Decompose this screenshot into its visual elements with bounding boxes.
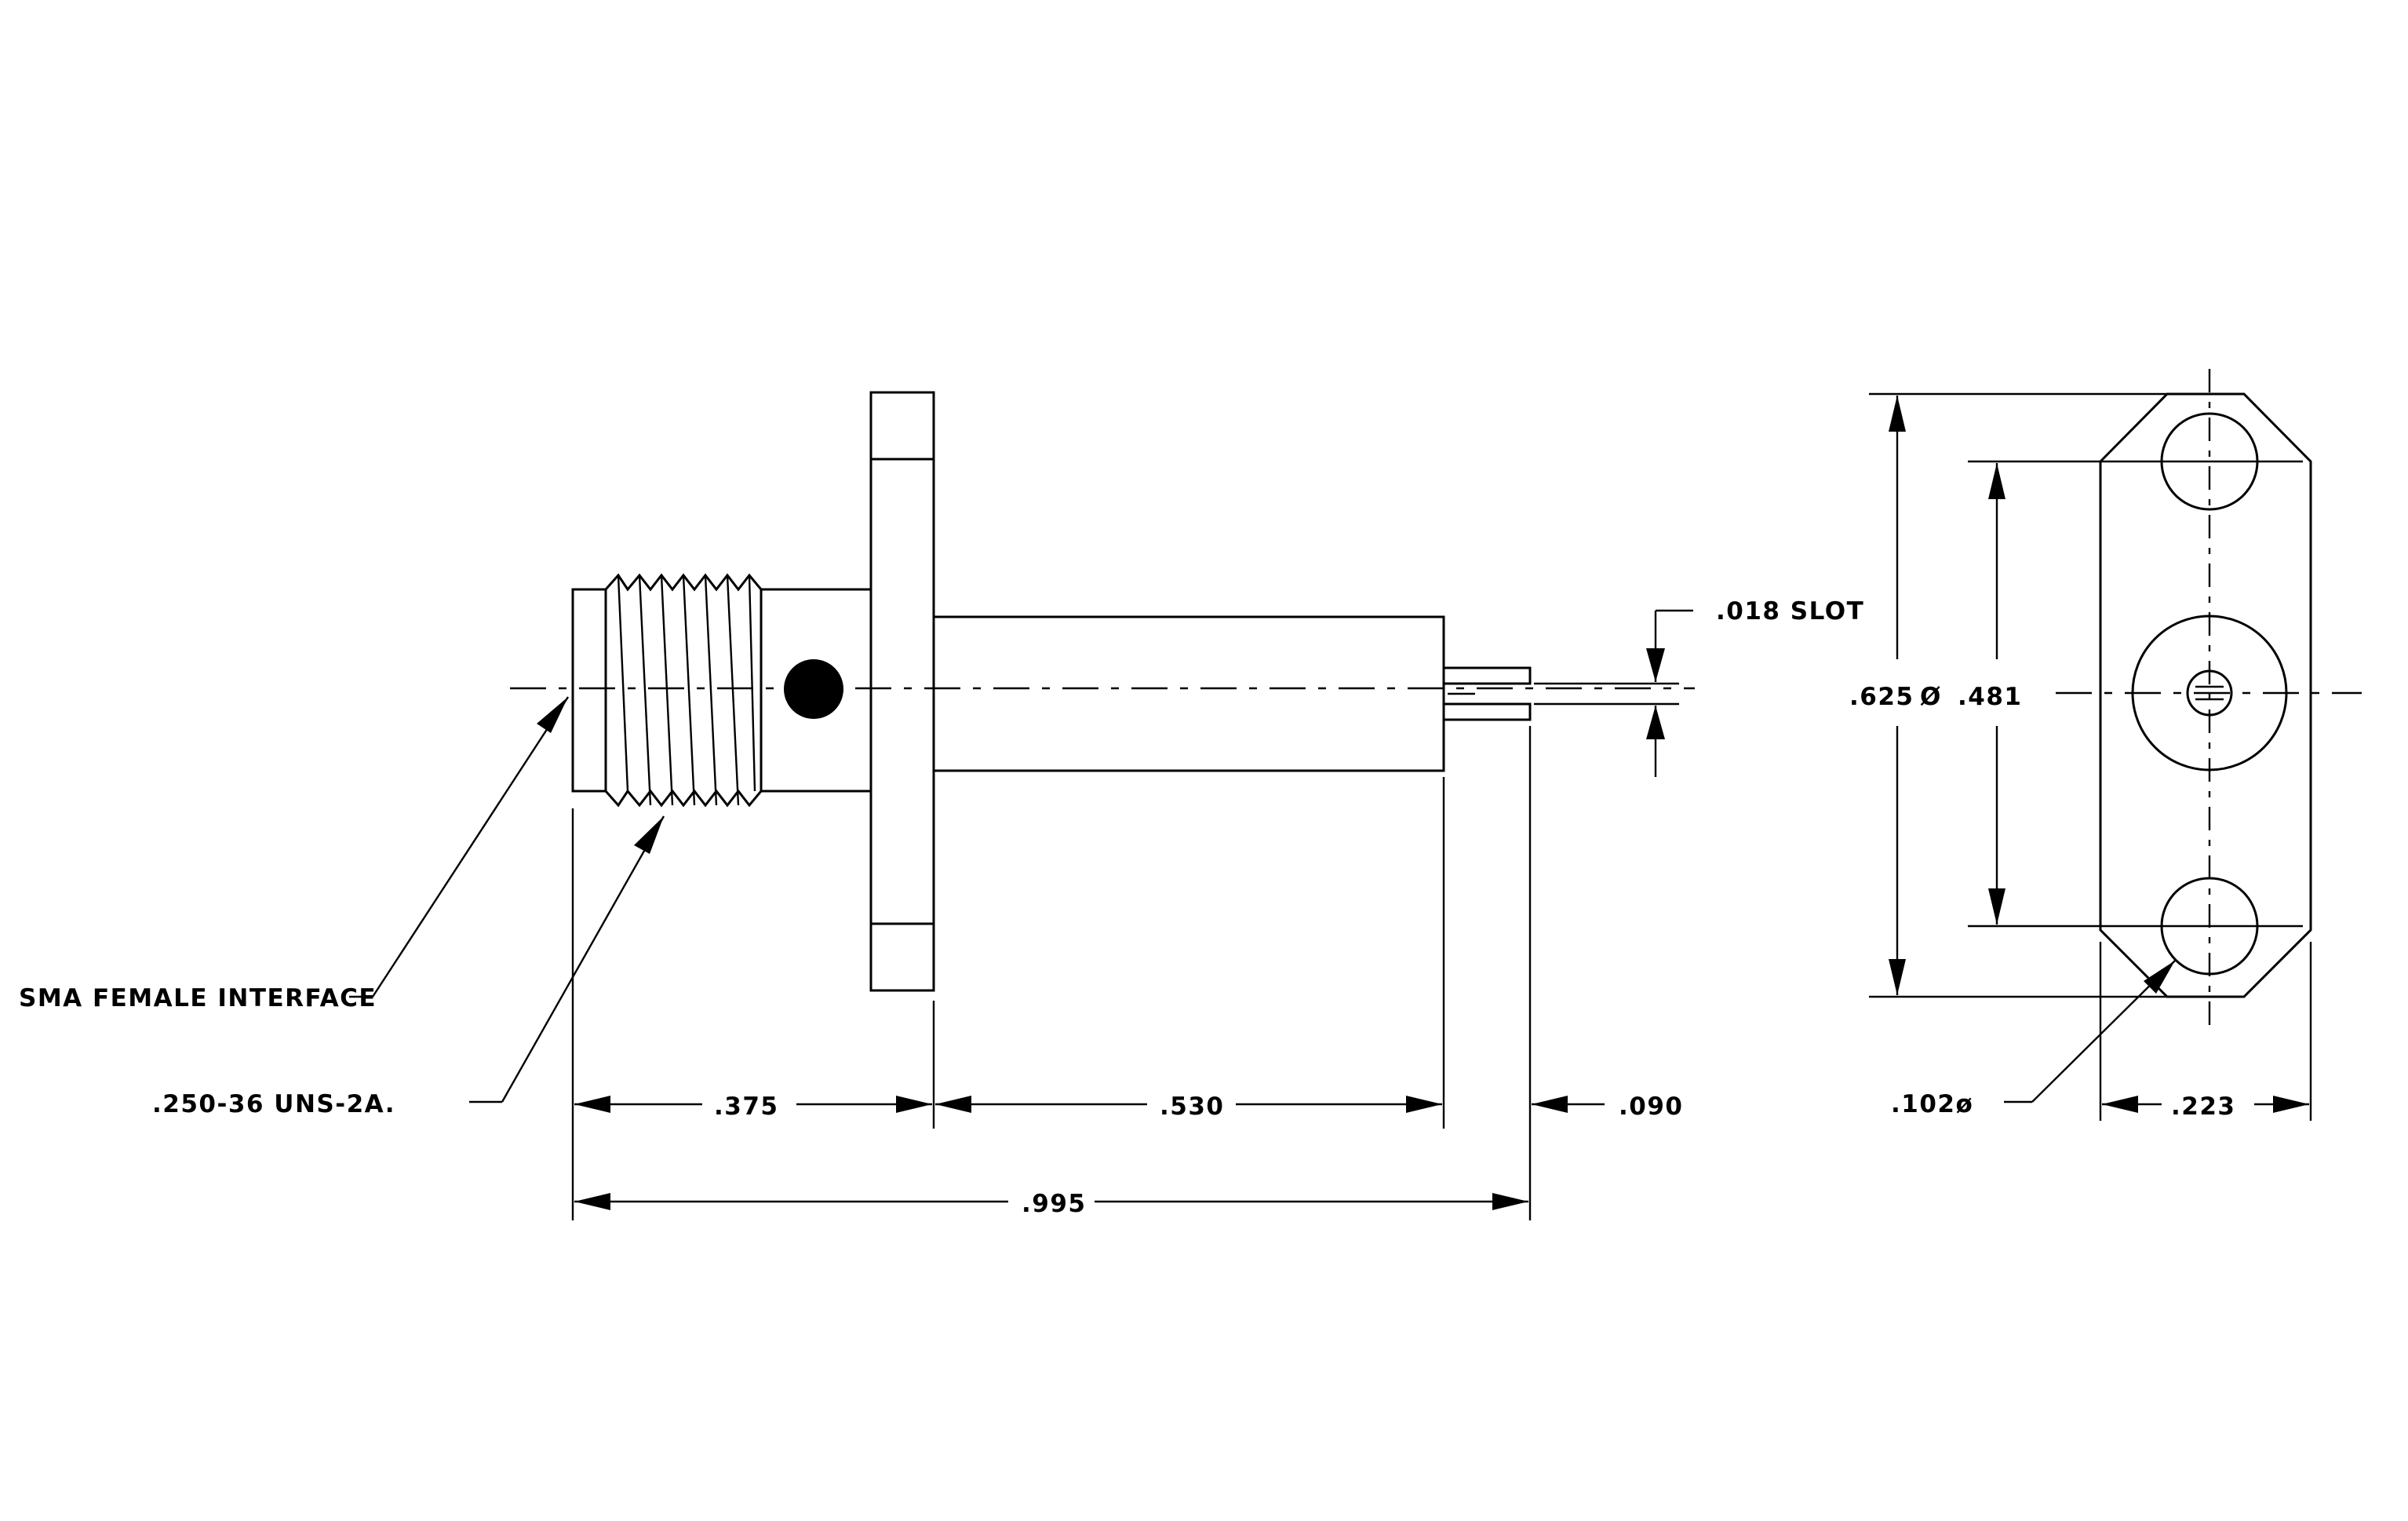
dim-995-arrow-r: [1492, 1193, 1528, 1210]
dim-223-label: .223: [2171, 1092, 2236, 1121]
connector-neck: [761, 588, 871, 793]
dim-375-arrow-r: [896, 1096, 932, 1113]
dim-625-arrow-up: [1889, 396, 1906, 432]
thread-spec-label: .250-36 UNS-2A.: [152, 1090, 395, 1118]
slot-arrow-up: [1646, 706, 1665, 739]
dim-530-arrow-l: [935, 1096, 971, 1113]
center-bore: [2131, 615, 2288, 771]
dim-995-label: .995: [1022, 1190, 1087, 1218]
dim-090-label: .090: [1619, 1092, 1684, 1121]
sma-leader-arrow: [537, 697, 568, 733]
thread-leader-diagonal: [501, 815, 665, 1103]
dim-375-arrow-l: [574, 1096, 610, 1113]
dim-995-arrow-l: [574, 1193, 610, 1210]
hole-dia-label: .102ø: [1891, 1090, 1973, 1118]
dim-625-arrow-down: [1889, 959, 1906, 995]
dim-223-arrow-l: [2102, 1096, 2138, 1113]
dim-530-label: .530: [1160, 1092, 1225, 1121]
dim-530-arrow-r: [1406, 1096, 1442, 1113]
sma-interface-label: SMA FEMALE INTERFACE: [19, 984, 377, 1012]
side-extension-lines: [571, 726, 1532, 1220]
thread-leader-arrow: [634, 816, 664, 854]
thread-front-cap: [571, 588, 607, 793]
end-view: .625 Ø .481 .102ø .223: [1849, 369, 2362, 1121]
pin-upper-tine: [1442, 666, 1532, 685]
side-view: .018 SLOT .375 .530 .090 .995: [19, 391, 1864, 1220]
flange-outline: [2099, 392, 2312, 998]
pin-lower-tine: [1442, 702, 1532, 721]
dim-223-arrow-r: [2273, 1096, 2309, 1113]
slot-arrow-down: [1646, 648, 1665, 682]
dim-375-label: .375: [714, 1092, 779, 1121]
dim-481-arrow-down: [1988, 888, 2005, 925]
dim-625-label: .625: [1849, 683, 1914, 711]
slot-label: .018 SLOT: [1716, 597, 1864, 626]
hole-leader-arrow: [2144, 961, 2175, 994]
dim-481-label: .481: [1958, 683, 2023, 711]
dim-090-arrow: [1532, 1096, 1568, 1113]
dim-481-arrow-up: [1988, 463, 2005, 499]
sma-leader-diagonal: [371, 696, 570, 998]
flange: [869, 391, 935, 992]
diameter-symbol: Ø: [1920, 683, 1942, 711]
thread-lines: [617, 574, 756, 806]
vent-hole-dot: [784, 659, 843, 719]
thread-profile: [604, 573, 763, 808]
center-pin: [2186, 669, 2233, 717]
rear-body: [932, 615, 1445, 772]
